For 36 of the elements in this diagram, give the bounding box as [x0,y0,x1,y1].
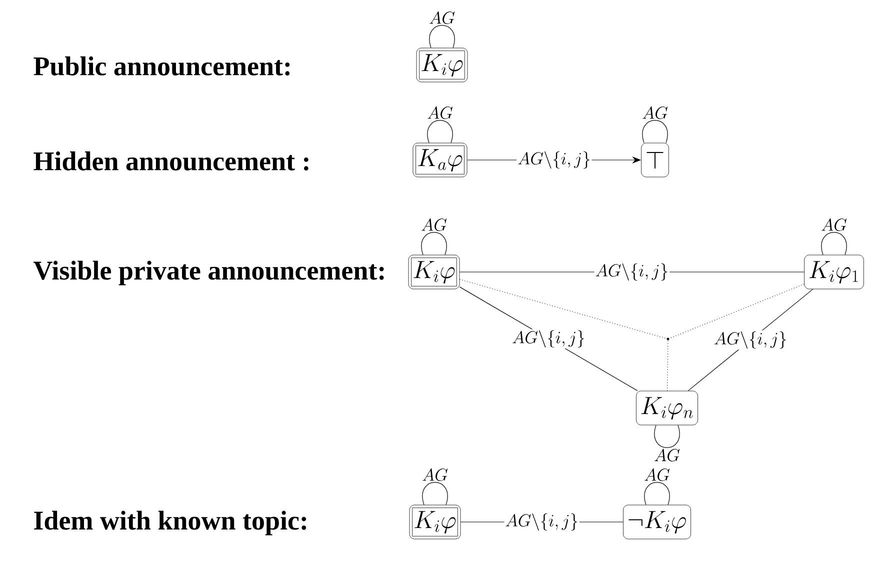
edge-label: $AG$ [428,106,453,120]
self-loop [644,482,670,506]
initial-state-box: $K_i\varphi$ [408,254,460,290]
edge-label: $AG\backslash\{i,j\}$ [594,262,670,282]
self-loop [654,424,680,448]
initial-state-box: $K_i\varphi$ [409,504,461,540]
edge-label: $AG$ [822,218,847,232]
section-heading: Visible private announcement: [34,260,384,286]
edge-label: $AG\backslash\{i,j\}$ [504,512,580,532]
self-loop [642,120,668,144]
dotted-line [666,340,668,392]
edge-label: $AG$ [642,106,668,120]
dotted-line [459,279,667,339]
initial-state-box: $K_i\varphi$ [416,48,468,82]
state-box: $\top$ [641,142,669,178]
edge-label: $AG$ [644,468,670,482]
section-heading: Idem with known topic: [34,510,306,536]
self-loop [421,232,447,256]
edge-label: $AG\backslash\{i,j\}$ [511,329,586,348]
section-heading: Public announcement: [34,56,290,76]
initial-state-box: $K_a\varphi$ [412,142,468,178]
edge-label: $AG\backslash\{i,j\}$ [516,150,592,170]
state-box: $K_i\varphi_1$ [804,254,864,290]
dotted-line [669,284,804,339]
edge-label: $AG$ [430,11,455,24]
edge-label: $AG$ [422,468,448,482]
edge-label: $AG$ [422,218,447,232]
self-loop [427,120,453,144]
self-loop [821,232,847,256]
self-loop [422,482,448,506]
self-loop [429,25,455,48]
section-heading: Hidden announcement : [34,151,308,171]
edge-label: $AG\backslash\{i,j\}$ [712,330,788,350]
edge-label: $AG$ [654,448,680,462]
state-box: $\neg K_i\varphi$ [623,504,691,540]
state-box: $K_i\varphi_n$ [636,390,698,426]
